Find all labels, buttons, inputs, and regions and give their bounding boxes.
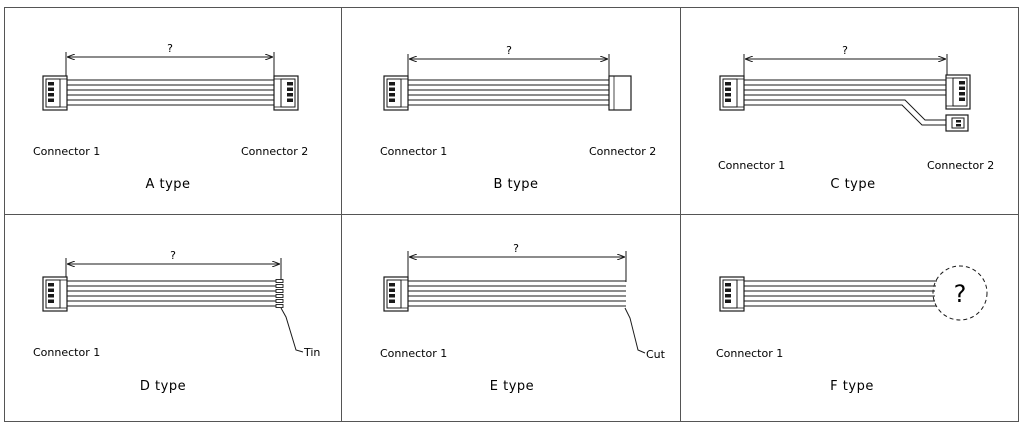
- connector-1: [383, 75, 409, 111]
- connector-1-label: Connector 1: [380, 145, 447, 158]
- panel-caption: E type: [490, 379, 534, 394]
- connector-2: [608, 75, 632, 111]
- cable-wires: [744, 79, 946, 126]
- panel-d-type: ? Tin Connector 1 D type: [33, 249, 320, 394]
- dimension-line: [407, 251, 627, 282]
- panel-e-type: ? Cut Connector 1 E type: [380, 242, 666, 394]
- tinned-wire-ends: [275, 279, 284, 308]
- panel-caption: D type: [140, 379, 186, 394]
- connector-1: [719, 276, 745, 312]
- panel-f-type: ? Connector 1 F type: [716, 265, 988, 394]
- leader-line: [624, 307, 646, 354]
- dimension-label: ?: [842, 44, 848, 57]
- panel-c-type: ? Connector 1 Connector 2 C type: [718, 44, 994, 192]
- cable-wires: [408, 280, 626, 307]
- connector-2b: [945, 114, 969, 132]
- cable-wires: [67, 79, 274, 106]
- panel-b-type: ? Connector 1 Connector 2 B type: [380, 44, 656, 192]
- panel-caption: C type: [830, 177, 875, 192]
- leader-line: [280, 307, 304, 353]
- panel-grid: [4, 7, 1019, 422]
- connector-2-label: Connector 2: [241, 145, 308, 158]
- connector-2: [945, 74, 971, 110]
- dimension-label: ?: [170, 249, 176, 262]
- cable-wires: [744, 280, 937, 307]
- cut-note: Cut: [646, 348, 666, 361]
- dimension-label: ?: [506, 44, 512, 57]
- cable-wires: [408, 79, 609, 106]
- connector-1-label: Connector 1: [716, 347, 783, 360]
- panel-caption: A type: [145, 177, 190, 192]
- connector-2-label: Connector 2: [589, 145, 656, 158]
- connector-1-label: Connector 1: [718, 159, 785, 172]
- panel-caption: B type: [493, 177, 538, 192]
- tin-note: Tin: [303, 346, 320, 359]
- cable-wires: [67, 280, 276, 307]
- connector-2-label: Connector 2: [927, 159, 994, 172]
- connector-1: [42, 75, 68, 111]
- connector-2: [273, 75, 299, 111]
- connector-1: [42, 276, 68, 312]
- panel-a-type: ? Connector 1 Connector 2 A type: [33, 42, 308, 192]
- dimension-line: [743, 54, 948, 80]
- connector-1: [383, 276, 409, 312]
- panel-caption: F type: [830, 379, 874, 394]
- connector-1-label: Connector 1: [33, 145, 100, 158]
- unspecified-end-mark: ?: [954, 280, 967, 308]
- connector-1-label: Connector 1: [33, 346, 100, 359]
- connector-1-label: Connector 1: [380, 347, 447, 360]
- unspecified-end-circle: [932, 265, 988, 321]
- dimension-label: ?: [513, 242, 519, 255]
- dimension-line: [65, 52, 275, 80]
- dimension-label: ?: [167, 42, 173, 55]
- dimension-line: [407, 54, 610, 80]
- connector-1: [719, 75, 745, 111]
